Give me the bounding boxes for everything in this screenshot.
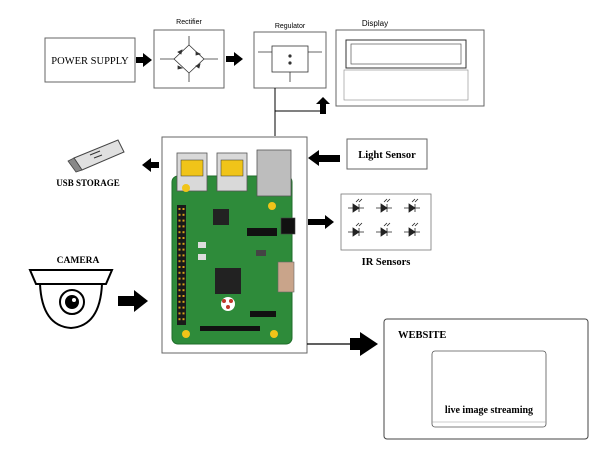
arrow-regulator-to-display [274, 88, 330, 136]
arrow-board-to-usb [142, 158, 159, 172]
streaming-panel [431, 350, 547, 428]
ir-led-icon [348, 198, 420, 237]
usb-storage-label: USB STORAGE [56, 178, 120, 188]
display-label: Display [362, 19, 388, 28]
regulator-label: Regulator [275, 23, 306, 30]
power-supply-label: POWER SUPPLY [51, 56, 129, 67]
streaming-text: live image streaming [445, 405, 533, 416]
bridge-rectifier-icon [160, 36, 218, 82]
usb-storage-block: USB STORAGE [56, 139, 125, 188]
arrow-camera-to-board [118, 290, 148, 312]
dome-camera-icon [28, 269, 114, 330]
light-sensor-label: Light Sensor [358, 150, 416, 161]
rectifier-block: Rectifier [153, 19, 225, 89]
arrow-power-to-rectifier [136, 53, 152, 67]
ir-sensors-label: IR Sensors [362, 257, 411, 268]
camera-label: CAMERA [57, 256, 100, 266]
display-block: Display [335, 19, 485, 107]
lcd-display-icon [343, 39, 469, 101]
arrow-board-to-ir [308, 215, 334, 229]
power-supply-block: POWER SUPPLY [44, 37, 136, 83]
rectifier-label: Rectifier [176, 19, 202, 26]
camera-block: CAMERA [28, 256, 114, 330]
raspberry-pi-board [161, 136, 308, 354]
usb-drive-icon [67, 139, 125, 173]
raspberry-logo-icon [221, 297, 235, 311]
regulator-block: Regulator [253, 23, 327, 89]
ir-sensors-block: IR Sensors [340, 193, 432, 268]
regulator-circuit-icon [258, 45, 322, 82]
arrow-light-sensor-to-board [308, 150, 340, 166]
website-label: WEBSITE [398, 330, 446, 341]
arrow-board-to-website [307, 332, 378, 356]
arrow-rectifier-to-regulator [226, 52, 243, 66]
website-block: WEBSITE live image streaming [383, 318, 589, 440]
light-sensor-block: Light Sensor [346, 138, 428, 170]
